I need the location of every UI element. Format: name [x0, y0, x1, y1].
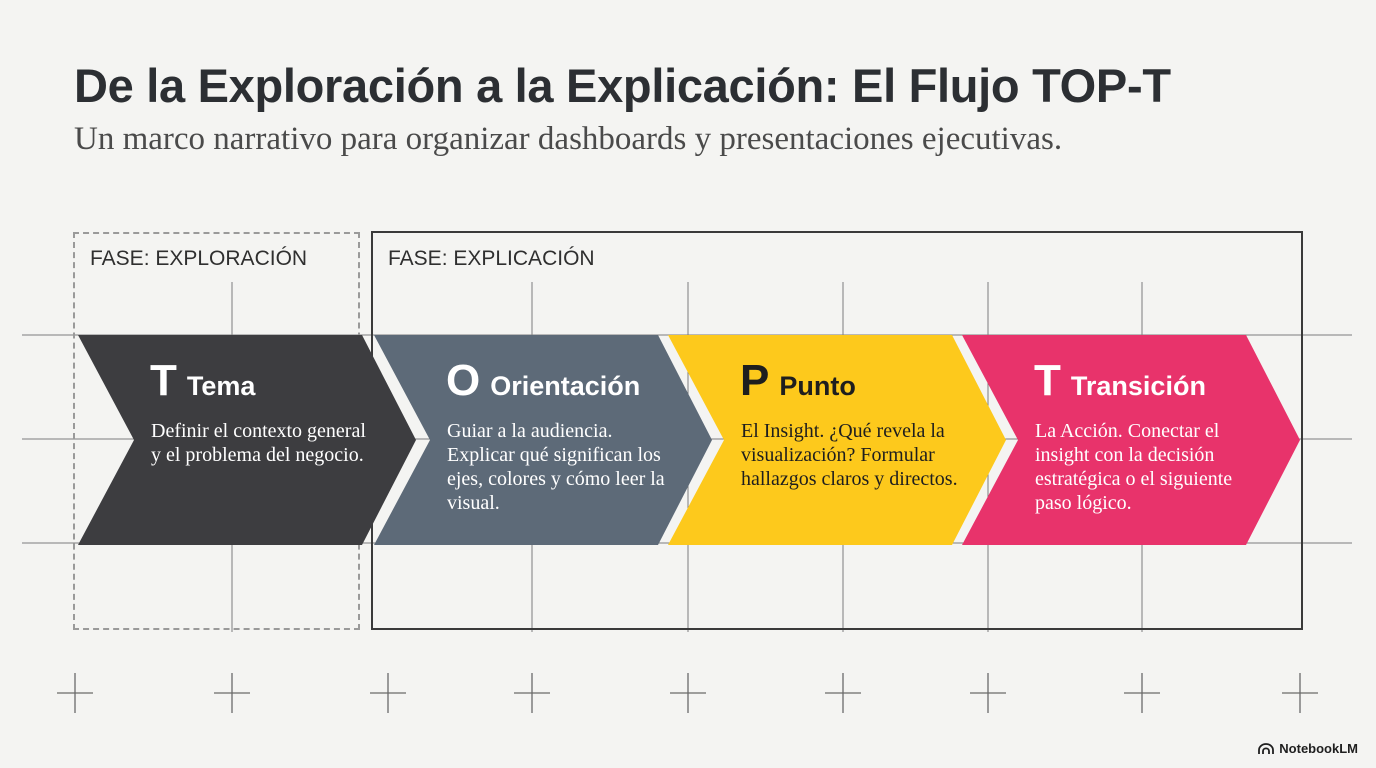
- step-orientacion-heading: O Orientación: [446, 359, 640, 403]
- step-tema-name: Tema: [186, 371, 256, 401]
- page-subtitle: Un marco narrativo para organizar dashbo…: [74, 121, 1063, 157]
- step-orientacion-letter: O: [446, 356, 481, 405]
- brand-name: NotebookLM: [1279, 741, 1358, 756]
- step-transicion-heading: T Transición: [1034, 359, 1206, 403]
- step-orientacion-name: Orientación: [490, 371, 641, 401]
- step-punto-heading: P Punto: [740, 359, 856, 403]
- chevron-shape: [78, 335, 416, 545]
- chevron-shape: [962, 335, 1300, 545]
- step-tema-description: Definir el contexto general y el problem…: [151, 420, 366, 466]
- step-tema-letter: T: [150, 356, 177, 405]
- step-orientacion-content: O Orientación Guiar a la audiencia. Expl…: [374, 335, 712, 545]
- step-punto-description: El Insight. ¿Qué revela la visualización…: [741, 420, 958, 490]
- page-title: De la Exploración a la Explicación: El F…: [74, 59, 1171, 112]
- step-orientacion-description: Guiar a la audiencia. Explicar qué signi…: [447, 420, 665, 514]
- step-tema-heading: T Tema: [150, 359, 255, 403]
- step-orientacion-chevron: O Orientación Guiar a la audiencia. Expl…: [374, 335, 712, 545]
- chevron-shape: [374, 335, 712, 545]
- step-punto-chevron: P Punto El Insight. ¿Qué revela la visua…: [668, 335, 1006, 545]
- step-transicion-name: Transición: [1070, 371, 1206, 401]
- notebooklm-logo-icon: [1258, 742, 1275, 754]
- chevron-shape: [668, 335, 1006, 545]
- step-punto-name: Punto: [779, 371, 856, 401]
- step-transicion-content: T Transición La Acción. Conectar el insi…: [962, 335, 1300, 545]
- step-tema-content: T Tema Definir el contexto general y el …: [78, 335, 416, 545]
- phase-explanation-label: FASE: EXPLICACIÓN: [388, 247, 595, 270]
- step-transicion-description: La Acción. Conectar el insight con la de…: [1035, 420, 1233, 514]
- step-punto-content: P Punto El Insight. ¿Qué revela la visua…: [668, 335, 1006, 545]
- step-tema-chevron: T Tema Definir el contexto general y el …: [78, 335, 416, 545]
- step-punto-letter: P: [740, 356, 770, 405]
- notebooklm-brand: NotebookLM: [1258, 741, 1358, 756]
- phase-exploration-label: FASE: EXPLORACIÓN: [90, 247, 308, 270]
- step-transicion-letter: T: [1034, 356, 1061, 405]
- step-transicion-chevron: T Transición La Acción. Conectar el insi…: [962, 335, 1300, 545]
